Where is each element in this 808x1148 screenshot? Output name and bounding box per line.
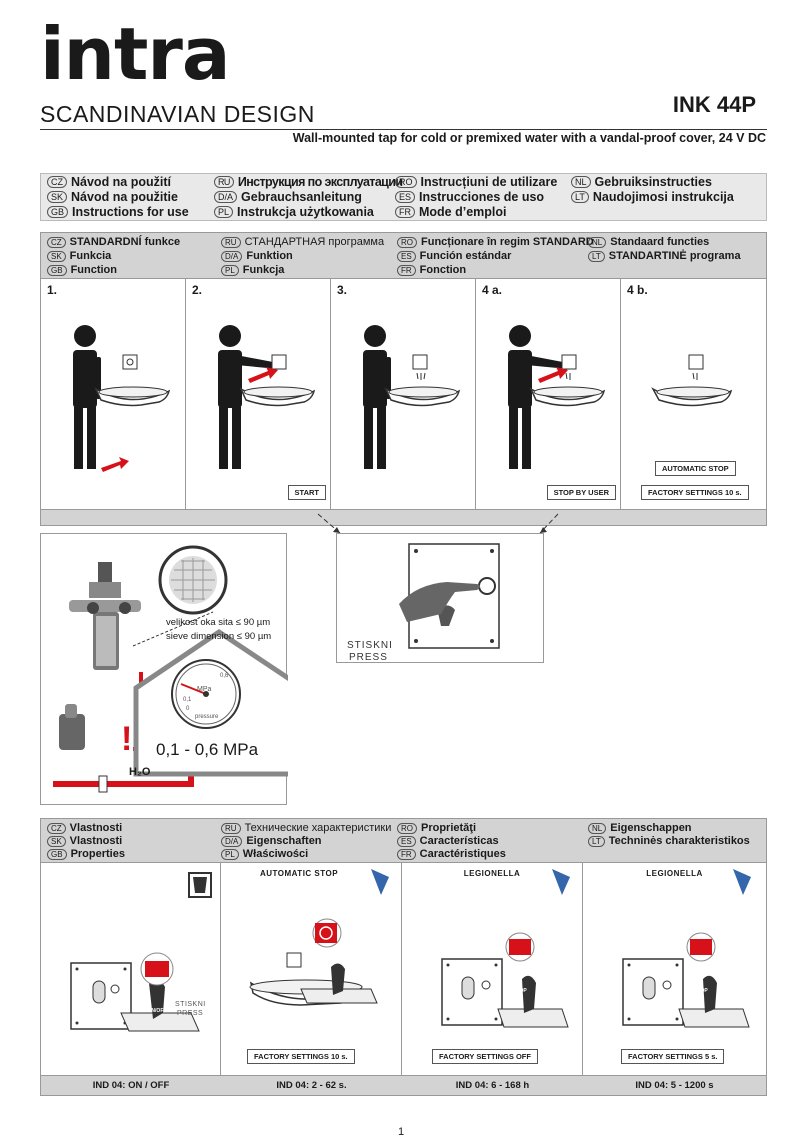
brand-logo: intra <box>40 12 230 96</box>
ind-automatic-stop: IND 04: 2 - 62 s. <box>276 1080 347 1091</box>
function-footer-bar <box>41 509 766 525</box>
legionella-5s-illustration <box>622 869 751 1028</box>
step-4a-illustration <box>508 325 606 469</box>
property-title: LEGIONELLA <box>646 869 703 878</box>
step-1-illustration <box>73 325 171 472</box>
step-1-panel: 1. <box>41 279 186 509</box>
model-title: INK 44P <box>672 92 756 117</box>
automatic-stop-tag: AUTOMATIC STOP <box>655 461 736 476</box>
factory-settings-tag: FACTORY SETTINGS OFF <box>432 1049 538 1064</box>
water-label: H₂O <box>129 766 151 778</box>
gauge-zero: 0 <box>186 706 190 712</box>
step-4b-illustration <box>651 354 733 407</box>
step-2-panel: 2. START <box>186 279 331 509</box>
step-number: 1. <box>47 283 58 297</box>
filter-illustration <box>53 545 306 793</box>
factory-settings-tag: FACTORY SETTINGS 10 s. <box>641 485 749 500</box>
stop-button-label: STOP <box>694 988 708 994</box>
factory-settings-tag: FACTORY SETTINGS 5 s. <box>621 1049 725 1064</box>
legionella-off-illustration <box>441 869 570 1028</box>
step-number: 2. <box>192 283 203 297</box>
pressure-range: 0,1 - 0,6 MPa <box>156 740 259 759</box>
gauge-tick-min: 0,1 <box>183 697 192 703</box>
property-legionella-off-panel: LEGIONELLA STOP FACTORY SETTINGS OFF <box>402 863 583 1075</box>
mesh-size-cz: velikost oka sita ≤ 90 µm <box>166 617 271 628</box>
step-2-illustration <box>218 325 316 469</box>
step-4a-panel: 4 a. STOP BY USER <box>476 279 621 509</box>
step-number: 4 b. <box>627 283 648 297</box>
property-press-label-cz: STISKNI <box>175 1001 206 1008</box>
factory-settings-tag: FACTORY SETTINGS 10 s. <box>247 1049 355 1064</box>
step-number: 4 a. <box>482 283 503 297</box>
step-3-illustration <box>363 325 461 469</box>
header-rule <box>40 129 767 130</box>
press-label-gb: PRESS <box>349 652 388 663</box>
automatic-stop-illustration <box>249 869 389 1006</box>
gauge-label: pressure <box>195 714 219 720</box>
step-3-panel: 3. <box>331 279 476 509</box>
stop-button-label: STOP <box>513 988 527 994</box>
filter-pressure-box: velikost oka sita ≤ 90 µm sieve dimensio… <box>40 533 306 805</box>
warning-icon: ! <box>121 720 133 758</box>
press-button-box: STISKNI PRESS <box>336 533 544 663</box>
property-on-off-panel: ON/OFF STISKNI PRESS <box>41 863 221 1075</box>
start-tag: START <box>287 485 326 500</box>
press-label-cz: STISKNI <box>347 640 393 651</box>
press-illustration <box>399 543 500 649</box>
brand-tagline: SCANDINAVIAN DESIGN <box>40 101 315 127</box>
properties-footer-bar: IND 04: ON / OFF IND 04: 2 - 62 s. IND 0… <box>41 1075 766 1095</box>
property-automatic-stop-panel: AUTOMATIC STOP FACTORY SETTINGS 10 s. <box>221 863 402 1075</box>
ind-legionella-hours: IND 04: 6 - 168 h <box>455 1080 530 1091</box>
mesh-size-gb: sieve dimension ≤ 90 µm <box>166 631 272 642</box>
property-press-label-gb: PRESS <box>177 1010 204 1017</box>
connector-arrows <box>317 513 559 534</box>
gauge-tick-max: 0,6 <box>220 673 229 679</box>
gauge-unit: MPa <box>197 686 212 693</box>
step-4b-panel: 4 b. AUTOMATIC STOP FACTORY SETTINGS 10 … <box>621 279 766 509</box>
product-description: Wall-mounted tap for cold or premixed wa… <box>292 131 766 145</box>
stop-by-user-tag: STOP BY USER <box>546 485 616 500</box>
properties-row: ON/OFF STISKNI PRESS AUTOMATIC STOP FACT… <box>41 863 766 1075</box>
on-off-button-label: ON/OFF <box>147 1008 167 1014</box>
property-title: AUTOMATIC STOP <box>259 869 339 878</box>
steps-row: 1. 2. <box>41 279 766 509</box>
property-legionella-5s-panel: LEGIONELLA STOP FACTORY SETTINGS 5 s. <box>583 863 766 1075</box>
property-title: LEGIONELLA <box>463 869 521 878</box>
ind-legionella-seconds: IND 04: 5 - 1200 s <box>635 1080 714 1091</box>
ind-on-off: IND 04: ON / OFF <box>92 1080 170 1091</box>
page-number: 1 <box>398 1126 405 1138</box>
step-number: 3. <box>337 283 348 297</box>
on-off-illustration <box>70 872 212 1032</box>
